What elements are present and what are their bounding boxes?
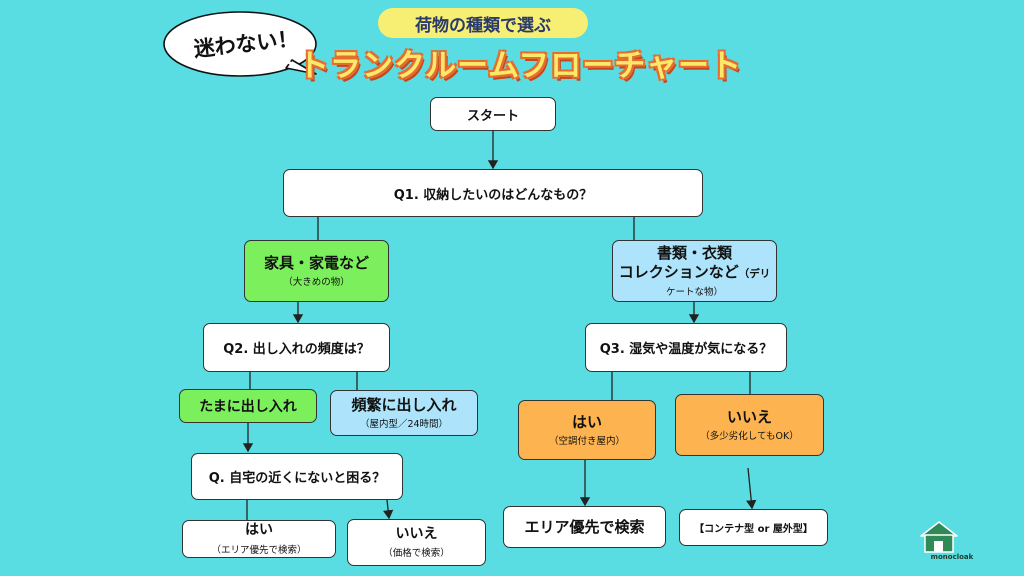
documents-line1: 書類・衣類 [656, 244, 732, 263]
subtitle-badge: 荷物の種類で選ぶ [378, 8, 588, 38]
q3-no-sublabel: （多少劣化してもOK） [700, 431, 799, 443]
q3-yes-sublabel: （空調付き屋内） [548, 436, 625, 448]
q1-label: Q1. 収納したいのはどんなもの？ [393, 187, 593, 203]
furniture-sublabel: （大きめの物） [283, 277, 350, 289]
occasional-label: たまに出し入れ [199, 399, 297, 415]
edge-q3no-container [746, 467, 757, 510]
documents-line2-wrap: コレクションなど（デリ [619, 263, 771, 282]
frequent-node: 頻繁に出し入れ （屋内型／24時間） [330, 390, 478, 436]
edge-qnear-no [382, 499, 394, 520]
house-icon [920, 521, 958, 553]
documents-line2-small: （デリ [738, 268, 771, 280]
q3-no-label: いいえ [726, 407, 772, 426]
near-yes-sublabel: （エリア優先で検索） [211, 544, 307, 556]
q2-label: Q2. 出し入れの頻度は？ [223, 342, 370, 357]
page-title: トランクルームフローチャート [298, 48, 742, 84]
near-no-label: いいえ [395, 525, 438, 542]
q3-no-node: いいえ （多少劣化してもOK） [675, 394, 824, 456]
q3-yes-label: はい [571, 412, 602, 431]
furniture-label: 家具・家電など [263, 253, 369, 272]
near-yes-node: はい （エリア優先で検索） [182, 520, 336, 558]
near-no-node: いいえ （価格で検索） [347, 519, 486, 566]
logo-label: monocloak [930, 553, 974, 561]
furniture-node: 家具・家電など （大きめの物） [244, 240, 389, 302]
documents-line3: ケートな物） [665, 286, 723, 298]
frequent-sublabel: （屋内型／24時間） [359, 419, 449, 431]
near-no-sublabel: （価格で検索） [383, 548, 450, 560]
container-node: 【コンテナ型 or 屋外型】 [679, 509, 828, 546]
area-search-node: エリア優先で検索 [503, 506, 666, 548]
documents-line2: コレクションなど [618, 263, 739, 281]
q2-node: Q2. 出し入れの頻度は？ [203, 323, 390, 372]
q-near-node: Q. 自宅の近くにないと困る？ [191, 453, 403, 500]
area-search-label: エリア優先で検索 [524, 517, 645, 536]
speech-bubble [163, 11, 317, 77]
documents-node: 書類・衣類 コレクションなど（デリ ケートな物） [612, 240, 777, 302]
occasional-node: たまに出し入れ [179, 389, 317, 423]
q3-node: Q3. 湿気や温度が気になる？ [585, 323, 787, 372]
frequent-label: 頻繁に出し入れ [351, 395, 457, 414]
near-yes-label: はい [245, 522, 273, 539]
start-label: スタート [466, 108, 519, 124]
start-node: スタート [430, 97, 556, 131]
q3-label: Q3. 湿気や温度が気になる？ [599, 342, 773, 357]
container-label: 【コンテナ型 or 屋外型】 [694, 524, 813, 535]
q-near-label: Q. 自宅の近くにないと困る？ [208, 471, 386, 486]
q3-yes-node: はい （空調付き屋内） [518, 400, 656, 460]
q1-node: Q1. 収納したいのはどんなもの？ [283, 169, 703, 217]
